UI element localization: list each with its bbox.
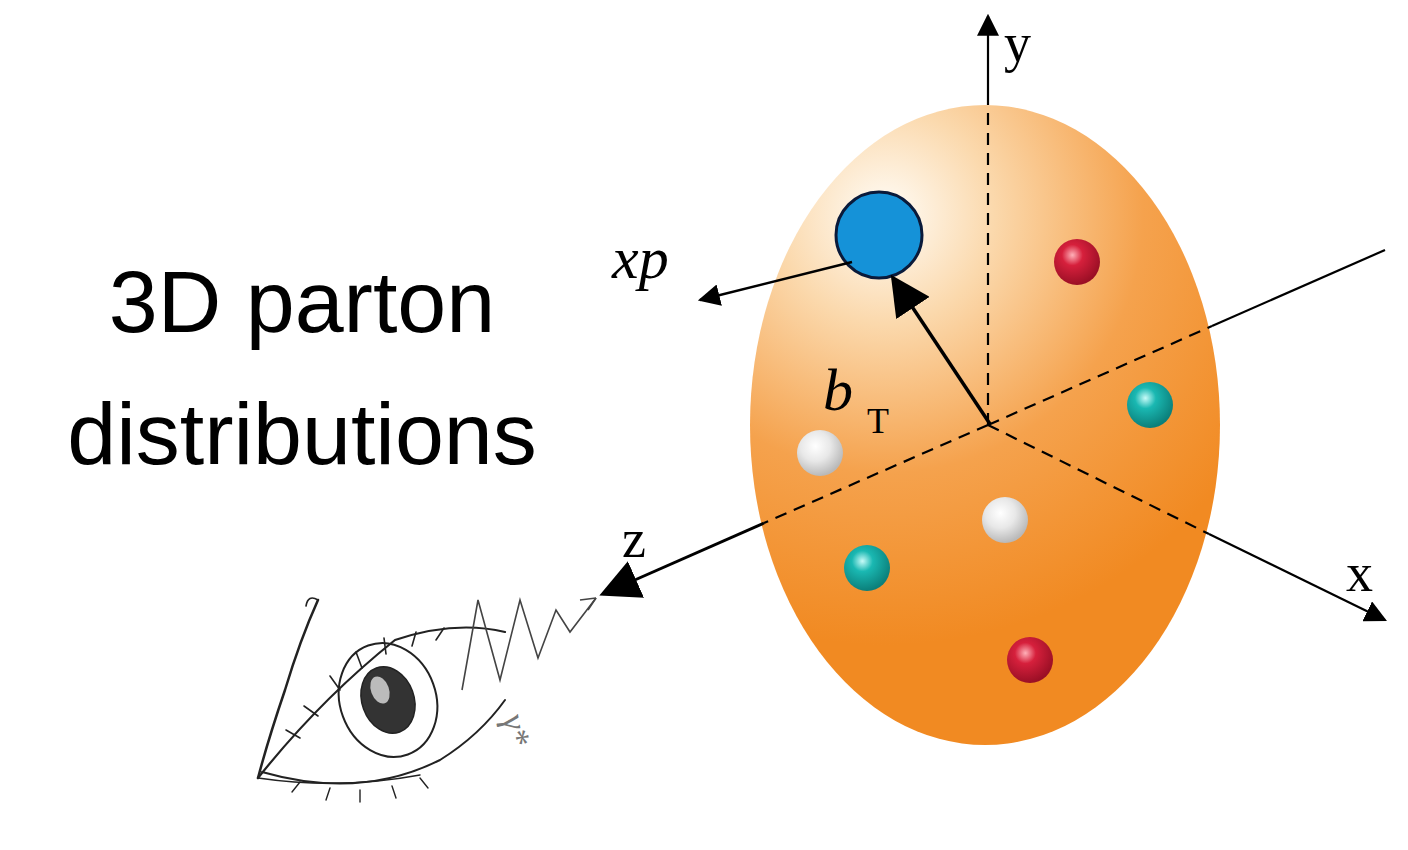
- photon-arrowhead: [580, 598, 596, 610]
- impact-vector: [893, 278, 990, 424]
- nucleon-ellipse: [750, 105, 1220, 745]
- vector-subscript: T: [867, 403, 889, 439]
- vector-label: b: [823, 360, 853, 420]
- momentum-label: xp: [612, 228, 669, 288]
- momentum-arrow: [700, 262, 852, 300]
- photon-label: γ*: [497, 712, 536, 749]
- axis-label: z: [622, 512, 646, 566]
- figure-title: 3D parton distributions: [22, 236, 582, 500]
- photon-wave: [462, 598, 596, 690]
- axis-label: x: [1346, 546, 1373, 600]
- axis-label: y: [1004, 16, 1031, 70]
- axes: [603, 16, 1385, 620]
- eye-sketch: [258, 598, 505, 802]
- partons: [797, 192, 1173, 683]
